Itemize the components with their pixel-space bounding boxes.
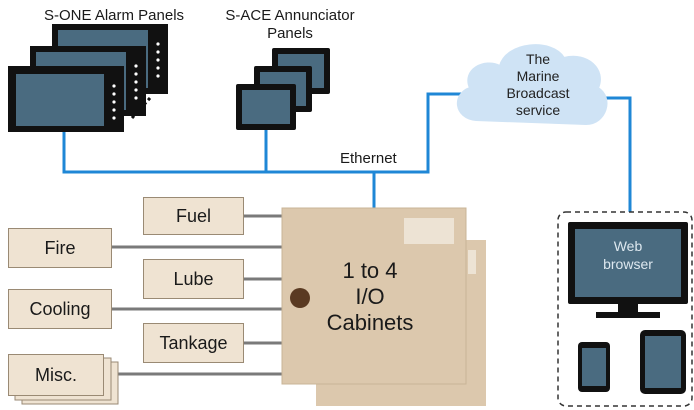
tablet-icon [640, 330, 686, 394]
annunciator-label-line1: S-ACE Annunciator [225, 7, 355, 24]
monitor-icon [568, 222, 688, 318]
signal-lines [112, 214, 282, 376]
cabinet-lock-icon [290, 288, 310, 308]
cloud-label-line4: service [515, 102, 561, 118]
input-label-misc: Misc. [35, 364, 77, 385]
input-box-fire: Fire [8, 228, 112, 268]
input-box-fuel: Fuel [143, 197, 244, 235]
input-label-fuel: Fuel [175, 205, 211, 226]
cabinet-label-line1: 1 to 4 [342, 258, 398, 283]
cloud-label-line2: Marine [516, 68, 560, 84]
web-browser-label-line1: Web [613, 238, 643, 254]
ethernet-bus-line [62, 92, 476, 174]
input-box-tankage: Tankage [143, 323, 244, 363]
phone-icon [578, 342, 610, 392]
input-label-lube: Lube [173, 268, 214, 289]
cabinet-label-line2: I/O [355, 284, 385, 309]
alarm-panels-icon [8, 24, 168, 132]
annunciator-label-line2: Panels [267, 25, 313, 42]
input-box-cooling: Cooling [8, 289, 112, 329]
input-label-cooling: Cooling [29, 298, 91, 319]
more-panels-dots [130, 96, 152, 120]
web-devices-group [557, 211, 693, 407]
web-browser-label-line2: browser [603, 256, 653, 272]
cloud-label-line1: The [525, 51, 551, 67]
cabinet-label-line3: Cabinets [326, 310, 414, 335]
input-label-tankage: Tankage [159, 332, 228, 353]
cloud-label-line3: Broadcast [506, 85, 570, 101]
input-box-misc: Misc. [8, 354, 104, 396]
annunciator-panels-icon [236, 48, 330, 130]
cloud-shape [456, 44, 608, 126]
alarm-panels-label: S-ONE Alarm Panels [44, 7, 185, 24]
input-label-fire: Fire [44, 237, 76, 258]
io-cabinets [281, 207, 486, 406]
input-box-lube: Lube [143, 259, 244, 299]
ethernet-label: Ethernet [340, 150, 397, 167]
cabinet-label-plate [404, 218, 454, 244]
